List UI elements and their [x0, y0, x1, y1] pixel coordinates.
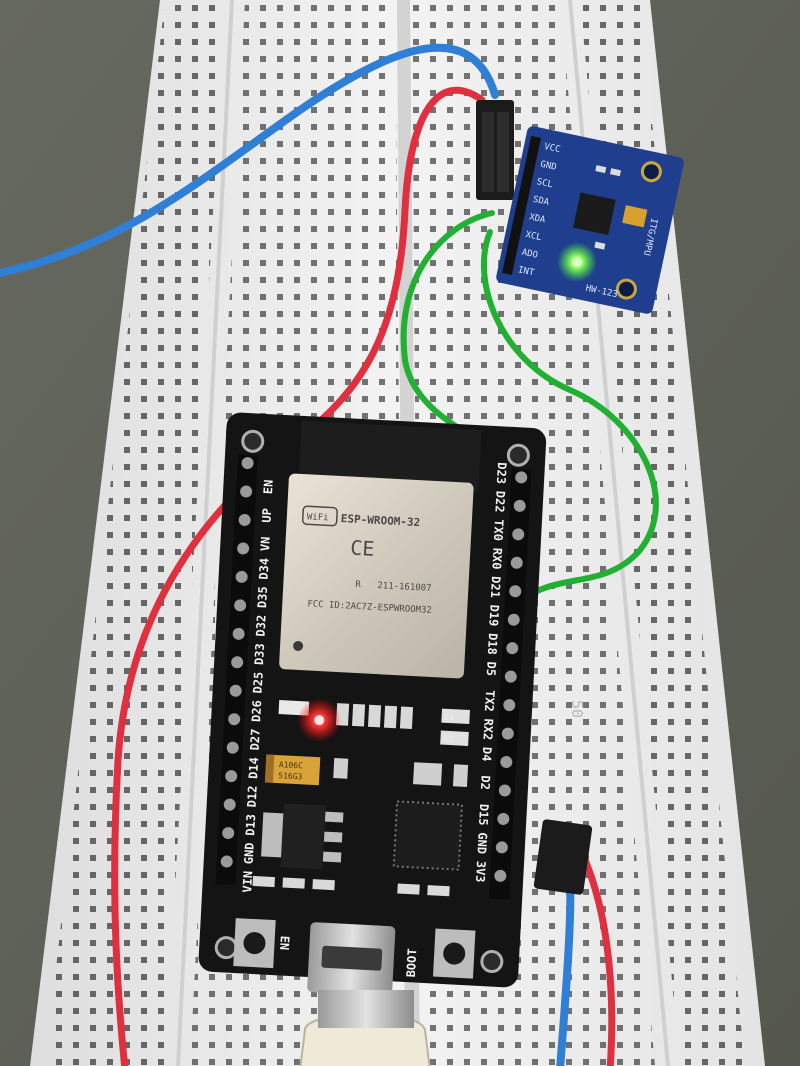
- right-pin-label: D4: [479, 747, 494, 762]
- left-pin-label: D14: [246, 757, 261, 779]
- right-pin-label: D15: [476, 804, 491, 826]
- green-power-led: [572, 257, 582, 267]
- sensor-pin-scl: SCL: [536, 177, 554, 190]
- header-pin: [241, 457, 254, 470]
- header-pin: [509, 585, 522, 598]
- header-pin: [512, 528, 525, 541]
- sensor-pin-xcl: XCL: [524, 230, 542, 243]
- blue-wire-top: [0, 43, 499, 277]
- right-pin-label: TX2: [482, 690, 497, 712]
- usb-uart-chip: [392, 800, 464, 871]
- wroom-shield-can: [279, 473, 474, 679]
- right-pin-label: D18: [485, 633, 500, 655]
- header-pin: [494, 869, 507, 882]
- left-pin-label: EN: [261, 479, 276, 494]
- right-pin-label: D22: [492, 490, 507, 512]
- sensor-capacitor: [622, 205, 648, 228]
- header-pin: [223, 798, 236, 811]
- cert-number: 211-161007: [377, 581, 432, 594]
- left-pin-label: D34: [257, 558, 272, 580]
- sensor-pin-ado: ADO: [521, 248, 539, 261]
- header-pin: [501, 727, 514, 740]
- right-pin-label: RX0: [489, 547, 504, 569]
- sensor-pin-gnd: GND: [539, 160, 557, 173]
- header-pin: [226, 741, 239, 754]
- header-pin: [222, 827, 235, 840]
- left-pin-label: D35: [255, 586, 270, 608]
- ic-label-d2: D2: [442, 735, 453, 746]
- jumper-header-bottom: [533, 819, 593, 895]
- capacitor-text-1: A106C: [279, 760, 304, 770]
- header-pin: [231, 656, 244, 669]
- left-pin-label: D25: [251, 671, 266, 693]
- header-pin: [500, 756, 513, 769]
- tantalum-capacitor: [264, 754, 321, 786]
- red-power-led: [314, 715, 325, 726]
- header-pin: [510, 556, 523, 569]
- header-pin: [238, 513, 251, 526]
- header-pin: [240, 485, 253, 498]
- header-pin: [228, 713, 241, 726]
- header-pin: [513, 499, 526, 512]
- wifi-logo: [301, 505, 338, 527]
- header-pin: [507, 613, 520, 626]
- ic-label-d1: D1: [443, 713, 454, 724]
- header-pin: [235, 570, 248, 583]
- sensor-pin-vcc: VCC: [543, 142, 561, 155]
- ce-mark: CE: [350, 536, 375, 561]
- sensor-pin-sda: SDA: [532, 195, 551, 208]
- header-pin: [497, 812, 510, 825]
- capacitor-text-2: 516G3: [278, 771, 303, 781]
- sensor-pin-xda: XDA: [528, 212, 547, 225]
- left-pin-label: D27: [248, 728, 263, 750]
- left-pin-label: VN: [258, 536, 273, 551]
- r-mark: R: [355, 580, 362, 590]
- right-pin-label: TX0: [491, 519, 506, 541]
- green-wire-2: [480, 229, 659, 595]
- red-wire-bottom: [581, 856, 616, 1066]
- left-pin-label: D12: [245, 785, 260, 807]
- header-pin: [495, 841, 508, 854]
- header-pin: [504, 670, 517, 683]
- right-pin-label: D5: [484, 661, 499, 676]
- right-pin-label: D19: [486, 604, 501, 626]
- left-pin-label: VIN: [240, 871, 255, 893]
- header-pin: [515, 471, 528, 484]
- header-pin: [220, 855, 233, 868]
- left-pin-label: GND: [242, 842, 257, 864]
- antenna-area: [298, 420, 482, 491]
- right-pin-label: RX2: [480, 718, 495, 740]
- left-pin-label: D26: [249, 700, 264, 722]
- right-pin-label: D23: [494, 462, 509, 484]
- right-pin-label: D21: [488, 576, 503, 598]
- header-pin: [225, 770, 238, 783]
- module-name: ESP-WROOM-32: [340, 512, 420, 529]
- header-pin: [503, 699, 516, 712]
- voltage-regulator: [280, 803, 326, 870]
- sensor-pin-int: INT: [517, 265, 536, 278]
- right-pin-label: D2: [478, 775, 493, 790]
- header-pin: [498, 784, 511, 797]
- left-pin-label: D32: [254, 614, 269, 636]
- right-pin-label: 3V3: [473, 860, 488, 882]
- right-pin-label: GND: [474, 832, 489, 854]
- boot-button-label: BOOT: [404, 948, 419, 978]
- header-pin: [506, 642, 519, 655]
- left-pin-label: UP: [260, 508, 275, 523]
- header-pin: [232, 627, 245, 640]
- sensor-module: VCC GND SCL SDA XDA XCL ADO INT ITG/MPU …: [496, 126, 684, 314]
- breadboard-row-label: 50: [568, 700, 586, 718]
- wifi-logo-text: WiFi: [307, 512, 329, 523]
- left-pin-label: D13: [243, 814, 258, 836]
- smd-component-row: [278, 700, 470, 747]
- header-pin: [234, 599, 247, 612]
- en-button-label: EN: [277, 935, 292, 950]
- header-pin: [229, 684, 242, 697]
- mpu-chip: [573, 192, 616, 236]
- esp32-board: WiFi ESP-WROOM-32 CE R 211-161007 FCC ID…: [198, 412, 547, 997]
- header-pin: [237, 542, 250, 555]
- left-pin-label: D33: [252, 643, 267, 665]
